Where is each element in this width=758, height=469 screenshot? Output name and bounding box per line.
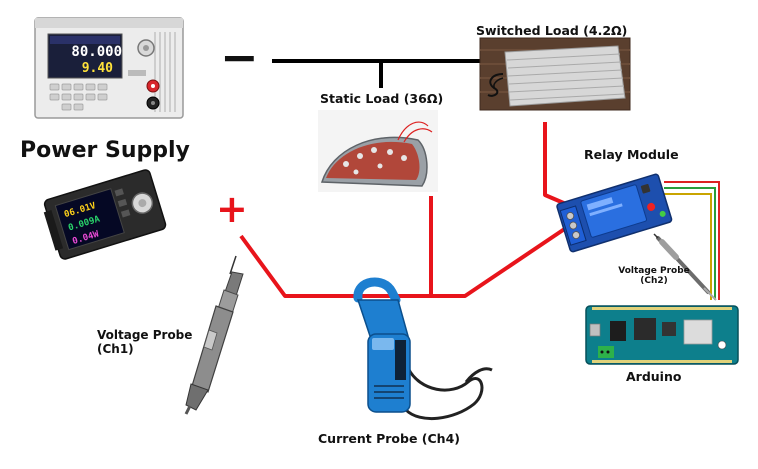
switched-load-label: Switched Load (4.2Ω) (476, 23, 628, 38)
relay-signal-wire (664, 187, 716, 300)
arduino-label: Arduino (626, 369, 682, 384)
voltage-probe-ch2-label-line1: Voltage Probe (618, 266, 690, 276)
voltage-probe-ch1-label: Voltage Probe (Ch1) (97, 328, 193, 357)
current-clamp-probe-icon (353, 277, 493, 421)
relay-module-icon (556, 173, 673, 253)
bench-power-supply-icon: 80.000 9.40 (34, 17, 184, 119)
psu-current-readout: 9.40 (82, 61, 113, 76)
current-probe-label: Current Probe (Ch4) (318, 431, 460, 446)
dc-buck-module-icon: 06.01V 0.009A 0.04W (43, 169, 167, 260)
relay-to-switched-load-wire (543, 122, 567, 206)
psu-voltage-readout: 80.000 (71, 44, 122, 60)
voltage-probe-ch2-icon (653, 233, 717, 301)
negative-terminal-sign: − (220, 30, 259, 84)
voltage-probe-ch1-label-line2: (Ch1) (97, 341, 134, 356)
voltage-probe-ch2-label: Voltage Probe (Ch2) (611, 266, 697, 287)
signal-wires (664, 181, 720, 300)
positive-rail-wire (239, 226, 568, 298)
negative-wires (272, 59, 485, 88)
voltage-probe-ch2-label-line2: (Ch2) (640, 276, 668, 287)
positive-wires (239, 122, 568, 298)
voltage-probe-ch1-label-line1: Voltage Probe (97, 328, 193, 342)
power-supply-label: Power Supply (20, 138, 190, 163)
voltage-probe-ch1-icon (184, 255, 244, 415)
relay-gnd-wire (664, 193, 712, 300)
arduino-board-icon (585, 305, 739, 365)
positive-terminal-sign: + (216, 187, 248, 231)
iron-heating-element-icon (318, 110, 438, 192)
relay-module-label: Relay Module (584, 147, 679, 162)
heating-pad-icon (479, 37, 631, 111)
static-load-label: Static Load (36Ω) (320, 91, 444, 106)
relay-vcc-wire (664, 181, 720, 300)
